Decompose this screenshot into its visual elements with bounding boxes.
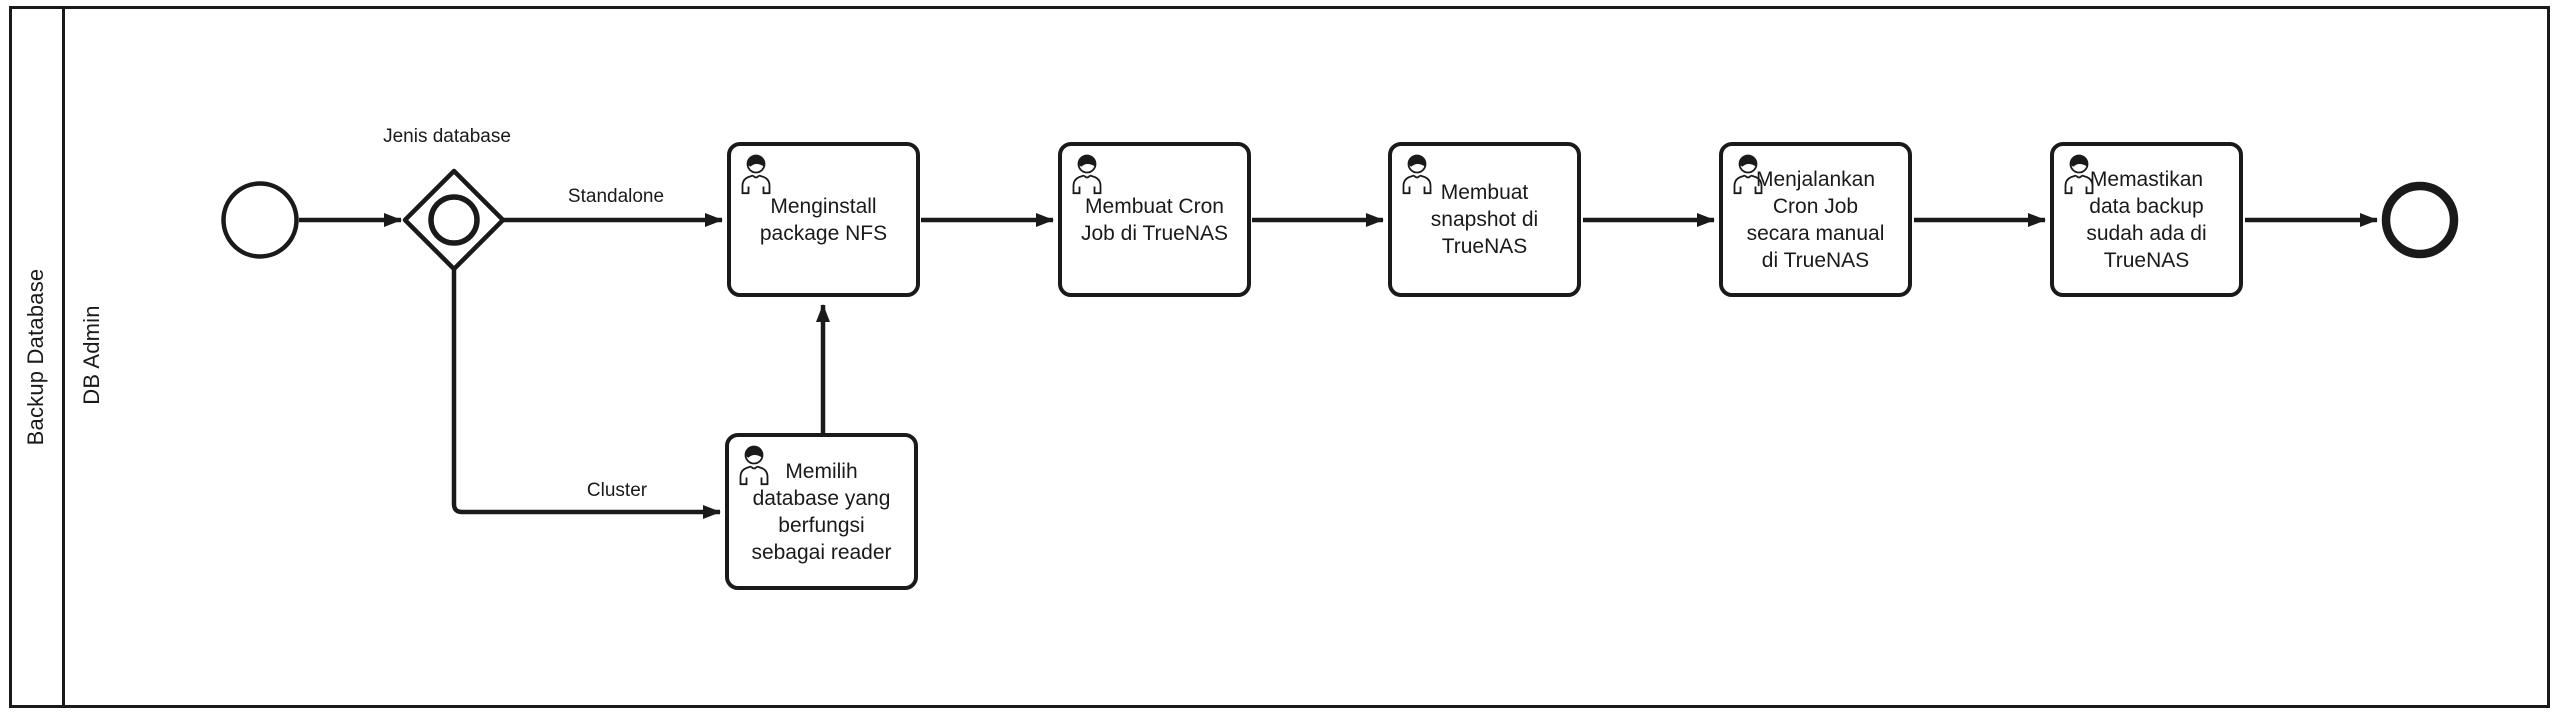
pool-name-divider bbox=[62, 9, 65, 705]
task-label: Menjalankan Cron Job secara manual di Tr… bbox=[1746, 167, 1885, 272]
user-task-icon bbox=[739, 445, 769, 486]
task-memilih-database-reader: Memilih database yang berfungsi sebagai … bbox=[725, 433, 918, 590]
task-label: Membuat snapshot di TrueNAS bbox=[1430, 181, 1539, 258]
task-memastikan-data-backup: Memastikan data backup sudah ada di True… bbox=[2050, 142, 2243, 297]
task-label: Menginstall package NFS bbox=[759, 194, 888, 245]
task-membuat-snapshot: Membuat snapshot di TrueNAS bbox=[1388, 142, 1581, 297]
task-label: Memilih database yang berfungsi sebagai … bbox=[751, 459, 892, 564]
task-menginstall-package-nfs: Menginstall package NFS bbox=[727, 142, 920, 297]
user-task-icon bbox=[2064, 154, 2094, 195]
pool-backup-database bbox=[9, 6, 2550, 708]
start-event bbox=[221, 181, 299, 259]
task-membuat-cron-job: Membuat Cron Job di TrueNAS bbox=[1058, 142, 1251, 297]
end-event bbox=[2381, 181, 2459, 259]
user-task-icon bbox=[741, 154, 771, 195]
gateway-label: Jenis database bbox=[383, 126, 511, 147]
inclusive-gateway-circle bbox=[428, 194, 480, 246]
flow-label-cluster: Cluster bbox=[586, 480, 648, 501]
flow-label-standalone: Standalone bbox=[567, 186, 665, 207]
user-task-icon bbox=[1402, 154, 1432, 195]
task-menjalankan-cron-job-manual: Menjalankan Cron Job secara manual di Tr… bbox=[1719, 142, 1912, 297]
task-label: Membuat Cron Job di TrueNAS bbox=[1080, 194, 1229, 245]
user-task-icon bbox=[1733, 154, 1763, 195]
task-label: Memastikan data backup sudah ada di True… bbox=[2086, 167, 2207, 272]
sequence-flow-cluster bbox=[451, 270, 721, 519]
user-task-icon bbox=[1072, 154, 1102, 195]
